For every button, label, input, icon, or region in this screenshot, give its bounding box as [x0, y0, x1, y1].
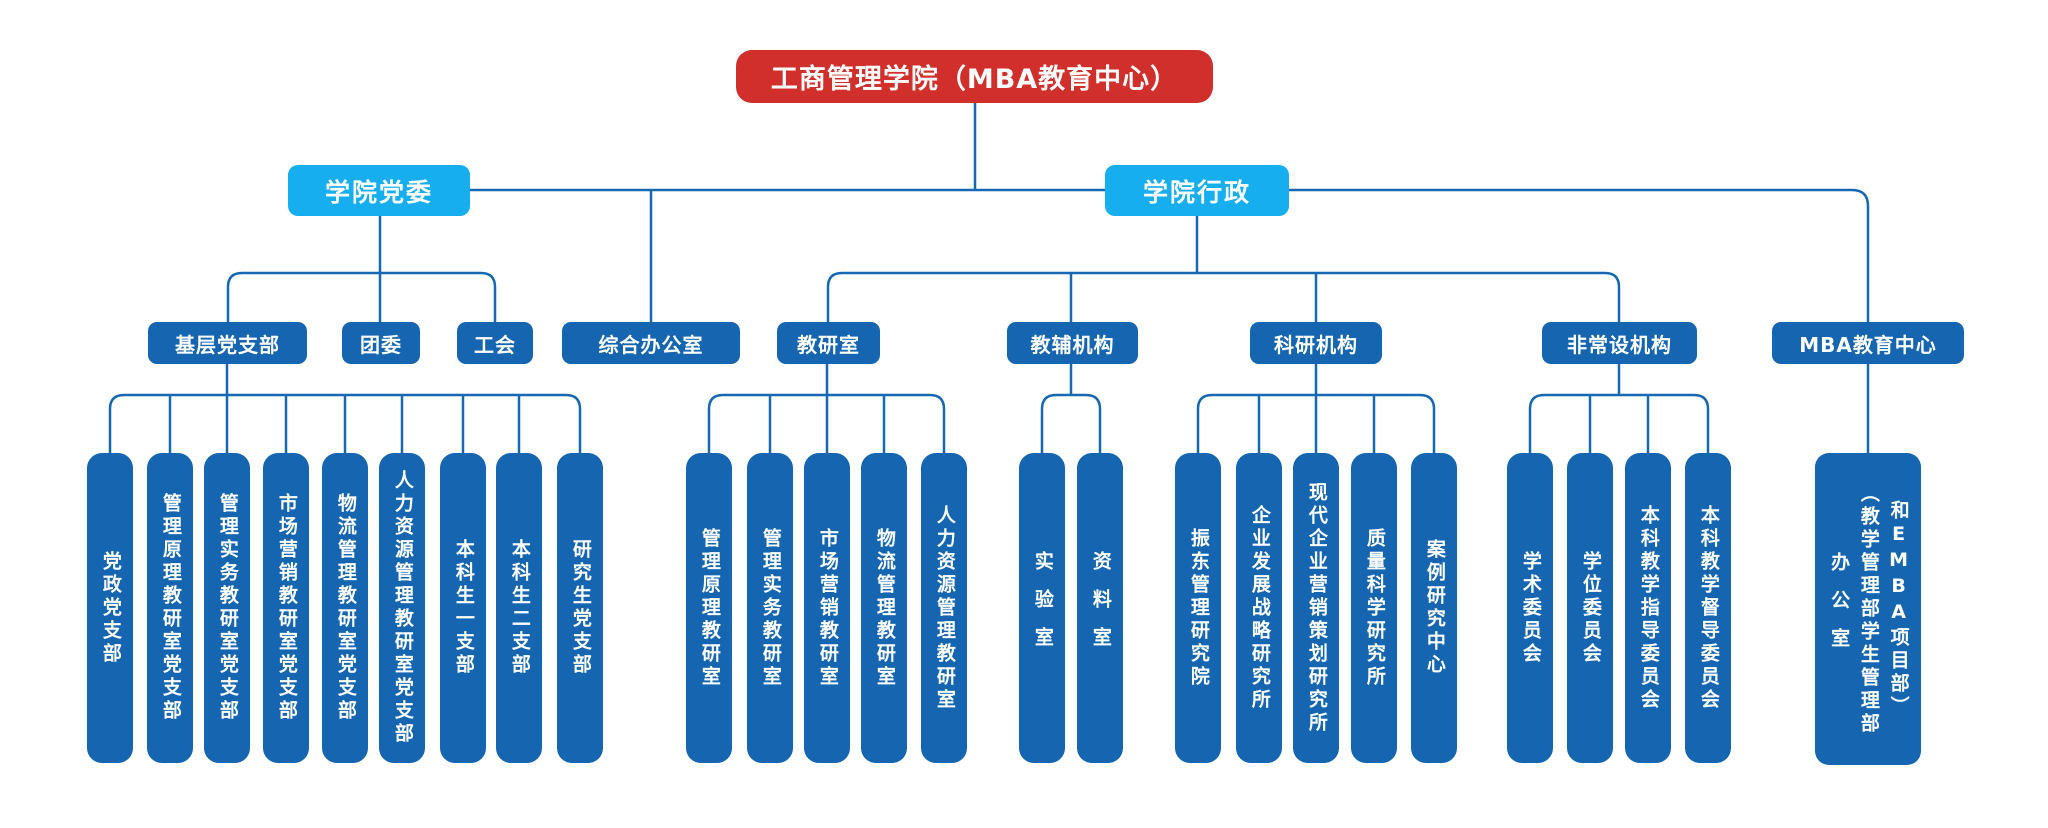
leaf-node[interactable]: 物流管理教研室党支部 — [322, 453, 368, 763]
dept-node-gonghui[interactable]: 工会 — [457, 322, 533, 364]
leaf-node[interactable]: 市场营销教研室 — [804, 453, 850, 763]
leaf-node-label: 本科教学指导委员会 — [1637, 504, 1660, 712]
leaf-node-label: 本科生一支部 — [452, 539, 475, 677]
connector — [1528, 393, 1710, 453]
leaf-node-label: 管理原理教研室党支部 — [159, 493, 182, 723]
dept-node-label: 教研室 — [797, 332, 860, 357]
dept-node-jiceng[interactable]: 基层党支部 — [148, 322, 307, 364]
leaf-node[interactable]: 学术委员会 — [1507, 453, 1553, 763]
leaf-node-label: 办公室 （教学管理部学生管理部和EMBA项目部） — [1826, 482, 1910, 736]
branch-node-label: 学院行政 — [1142, 177, 1251, 207]
leaf-node[interactable]: 研究生党支部 — [557, 453, 603, 763]
leaf-node[interactable]: 管理实务教研室 — [747, 453, 793, 763]
dept-node-label: 非常设机构 — [1567, 332, 1672, 357]
leaf-node-label: 市场营销教研室党支部 — [275, 493, 298, 723]
root-node-label: 工商管理学院（MBA教育中心） — [770, 64, 1179, 95]
leaf-node-label: 本科生二支部 — [508, 539, 531, 677]
leaf-node-mba-office[interactable]: 办公室 （教学管理部学生管理部和EMBA项目部） — [1815, 453, 1921, 765]
leaf-node[interactable]: 管理原理教研室党支部 — [147, 453, 193, 763]
leaf-node[interactable]: 党政党支部 — [87, 453, 133, 763]
dept-node-tuanwei[interactable]: 团委 — [342, 322, 420, 364]
leaf-node[interactable]: 本科生一支部 — [440, 453, 486, 763]
leaf-node[interactable]: 案例研究中心 — [1411, 453, 1457, 763]
branch-node-xingzheng[interactable]: 学院行政 — [1105, 165, 1289, 216]
leaf-node[interactable]: 人力资源管理教研室 — [921, 453, 967, 763]
leaf-node[interactable]: 振东管理研究院 — [1175, 453, 1221, 763]
leaf-node-label: 质量科学研究所 — [1363, 527, 1386, 689]
leaf-node-label: 资料室 — [1089, 551, 1112, 665]
leaf-node-label: 振东管理研究院 — [1187, 527, 1210, 689]
branch-node-dangwei[interactable]: 学院党委 — [288, 165, 470, 216]
dept-node-jiaofu[interactable]: 教辅机构 — [1007, 322, 1138, 364]
dept-node-label: MBA教育中心 — [1799, 332, 1937, 357]
leaf-node[interactable]: 本科生二支部 — [496, 453, 542, 763]
leaf-node-label: 实验室 — [1031, 551, 1054, 665]
dept-node-label: 工会 — [474, 332, 516, 357]
connector — [226, 271, 497, 322]
leaf-node[interactable]: 实验室 — [1019, 453, 1065, 763]
dept-node-feichangshe[interactable]: 非常设机构 — [1542, 322, 1697, 364]
leaf-node-label: 管理实务教研室党支部 — [216, 493, 239, 723]
leaf-node-label-column: （教学管理部学生管理部 — [1857, 482, 1880, 736]
leaf-node-label: 物流管理教研室党支部 — [334, 493, 357, 723]
leaf-node[interactable]: 人力资源管理教研室党支部 — [379, 453, 425, 763]
leaf-node-label: 学位委员会 — [1579, 550, 1602, 666]
leaf-node[interactable]: 现代企业营销策划研究所 — [1293, 453, 1339, 763]
leaf-node[interactable]: 学位委员会 — [1567, 453, 1613, 763]
leaf-node-label: 学术委员会 — [1519, 550, 1542, 666]
leaf-node-label: 企业发展战略研究所 — [1248, 504, 1271, 712]
leaf-node[interactable]: 资料室 — [1077, 453, 1123, 763]
dept-node-jiaoyanshi[interactable]: 教研室 — [777, 322, 880, 364]
leaf-node-label: 本科教学督导委员会 — [1697, 504, 1720, 712]
leaf-node-label: 研究生党支部 — [569, 539, 592, 677]
leaf-node-label: 党政党支部 — [99, 550, 122, 666]
leaf-node[interactable]: 管理原理教研室 — [686, 453, 732, 763]
dept-node-label: 团委 — [360, 332, 402, 357]
leaf-node[interactable]: 市场营销教研室党支部 — [263, 453, 309, 763]
root-node[interactable]: 工商管理学院（MBA教育中心） — [736, 50, 1213, 103]
leaf-node-label: 管理原理教研室 — [698, 527, 721, 689]
leaf-node-label: 管理实务教研室 — [759, 527, 782, 689]
dept-node-label: 科研机构 — [1274, 332, 1358, 357]
connector — [381, 188, 1870, 322]
leaf-node-label-column: 办公室 — [1828, 552, 1851, 666]
leaf-node-label: 现代企业营销策划研究所 — [1305, 481, 1328, 735]
leaf-node[interactable]: 物流管理教研室 — [861, 453, 907, 763]
leaf-node[interactable]: 本科教学指导委员会 — [1625, 453, 1671, 763]
connector — [826, 271, 1621, 322]
leaf-node-label: 案例研究中心 — [1423, 539, 1446, 677]
leaf-node[interactable]: 质量科学研究所 — [1351, 453, 1397, 763]
connector — [1040, 393, 1102, 453]
leaf-node[interactable]: 管理实务教研室党支部 — [204, 453, 250, 763]
dept-node-label: 基层党支部 — [175, 332, 280, 357]
leaf-node-label: 市场营销教研室 — [816, 527, 839, 689]
dept-node-mba[interactable]: MBA教育中心 — [1772, 322, 1964, 364]
dept-node-label: 综合办公室 — [598, 332, 704, 357]
branch-node-label: 学院党委 — [324, 177, 433, 207]
leaf-node-label: 人力资源管理教研室党支部 — [391, 470, 414, 746]
leaf-node-label: 物流管理教研室 — [873, 527, 896, 689]
leaf-node[interactable]: 本科教学督导委员会 — [1685, 453, 1731, 763]
dept-node-label: 教辅机构 — [1030, 332, 1115, 357]
dept-node-keyan[interactable]: 科研机构 — [1250, 322, 1382, 364]
dept-node-zongheban[interactable]: 综合办公室 — [562, 322, 740, 364]
leaf-node-label: 人力资源管理教研室 — [933, 504, 956, 712]
leaf-node[interactable]: 企业发展战略研究所 — [1236, 453, 1282, 763]
leaf-node-label-column: 和EMBA项目部） — [1887, 499, 1910, 719]
